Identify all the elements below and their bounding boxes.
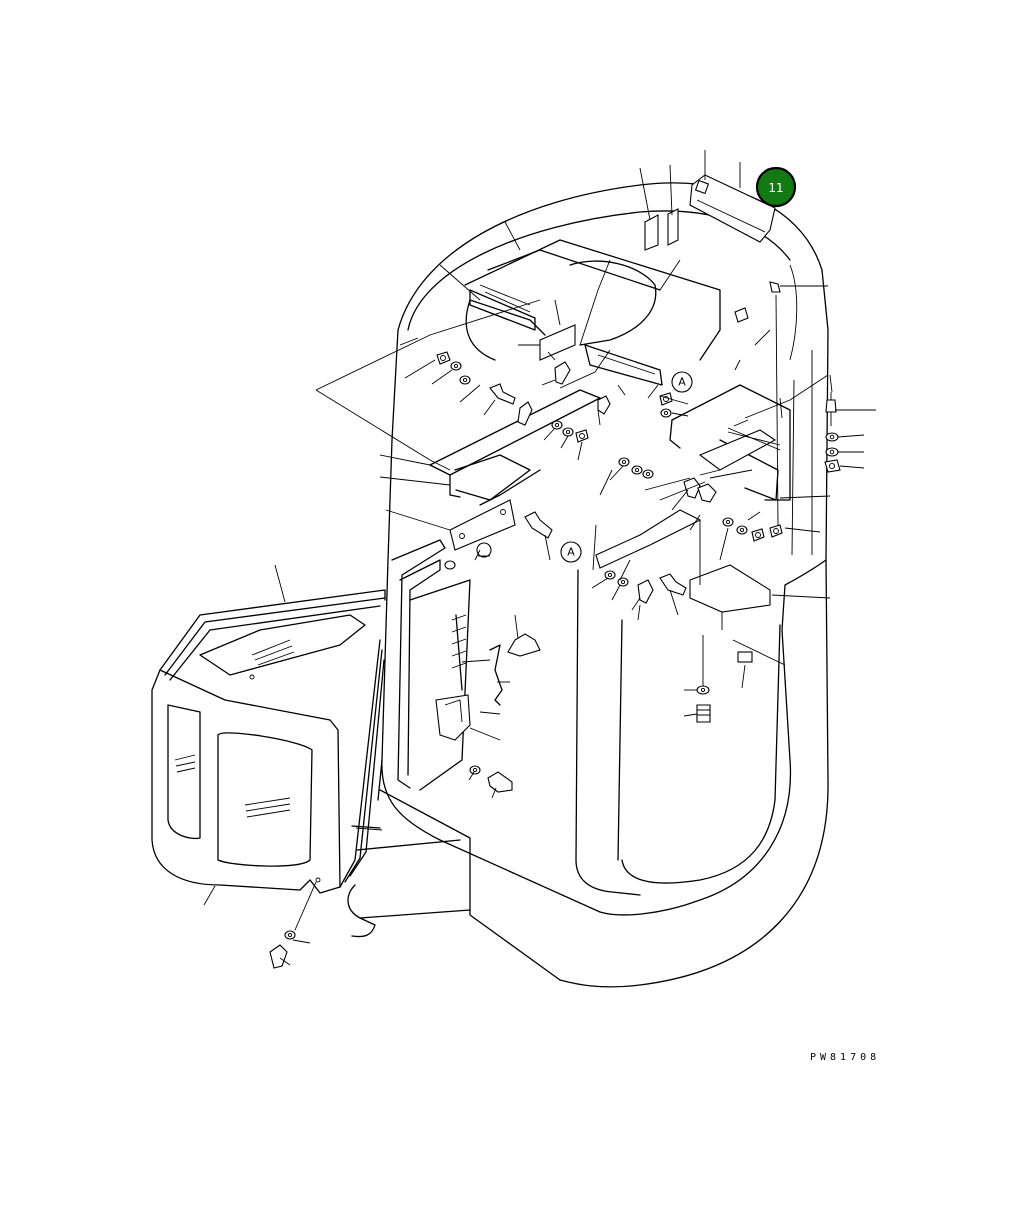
view-reference-callout: A	[560, 541, 582, 563]
nut	[436, 351, 451, 365]
right-panel	[539, 324, 791, 630]
washer	[722, 517, 734, 527]
nut	[575, 429, 589, 443]
washer	[444, 560, 456, 570]
door-latch	[435, 614, 503, 741]
bolt	[524, 511, 553, 539]
bolt	[554, 361, 571, 385]
nut	[659, 392, 673, 406]
washer	[450, 361, 462, 371]
fasteners	[269, 281, 841, 969]
door-frame	[391, 539, 471, 791]
bolt	[517, 401, 533, 426]
bolt	[683, 477, 701, 499]
nut	[751, 528, 765, 542]
rod	[775, 294, 779, 526]
roof-console	[464, 239, 721, 386]
knob	[476, 542, 492, 558]
drawing-number: PW81708	[810, 1052, 880, 1063]
clip	[734, 307, 749, 323]
washer	[631, 465, 643, 475]
cab-shell	[377, 182, 829, 988]
bolt	[507, 633, 541, 657]
view-reference-callout: A	[671, 371, 693, 393]
side-cover-panel	[151, 589, 386, 894]
bolt	[597, 395, 611, 415]
roof-bracket-part	[644, 174, 776, 251]
washer	[736, 525, 748, 535]
clip	[769, 281, 781, 293]
washer	[604, 570, 616, 580]
bolt	[659, 573, 687, 596]
bolt	[697, 483, 717, 503]
bolt	[269, 944, 288, 969]
leader-lines	[203, 150, 876, 966]
washer	[459, 375, 471, 385]
washer	[825, 432, 839, 442]
washer	[618, 457, 630, 467]
bolt	[487, 771, 513, 793]
highlighted-callout-label: 11	[768, 181, 783, 195]
washer	[551, 420, 563, 430]
washer	[825, 447, 839, 457]
washer	[660, 408, 672, 418]
washer	[617, 577, 629, 587]
nut	[824, 459, 841, 473]
washer	[469, 765, 481, 775]
washer	[562, 427, 574, 437]
lower-base	[347, 825, 471, 938]
bolt	[489, 383, 516, 405]
bolt	[696, 704, 711, 723]
washer	[284, 930, 296, 940]
washer	[696, 685, 710, 695]
mounting-rail	[429, 389, 601, 551]
stud	[825, 392, 837, 426]
bolt	[637, 579, 654, 604]
highlighted-callout-circle[interactable]	[755, 166, 797, 208]
label-plate	[737, 651, 753, 663]
washer	[642, 469, 654, 479]
view-reference-label: A	[678, 376, 686, 389]
view-reference-label: A	[567, 546, 575, 559]
highlighted-part-callout[interactable]: 11	[755, 166, 797, 208]
nut	[769, 524, 783, 538]
